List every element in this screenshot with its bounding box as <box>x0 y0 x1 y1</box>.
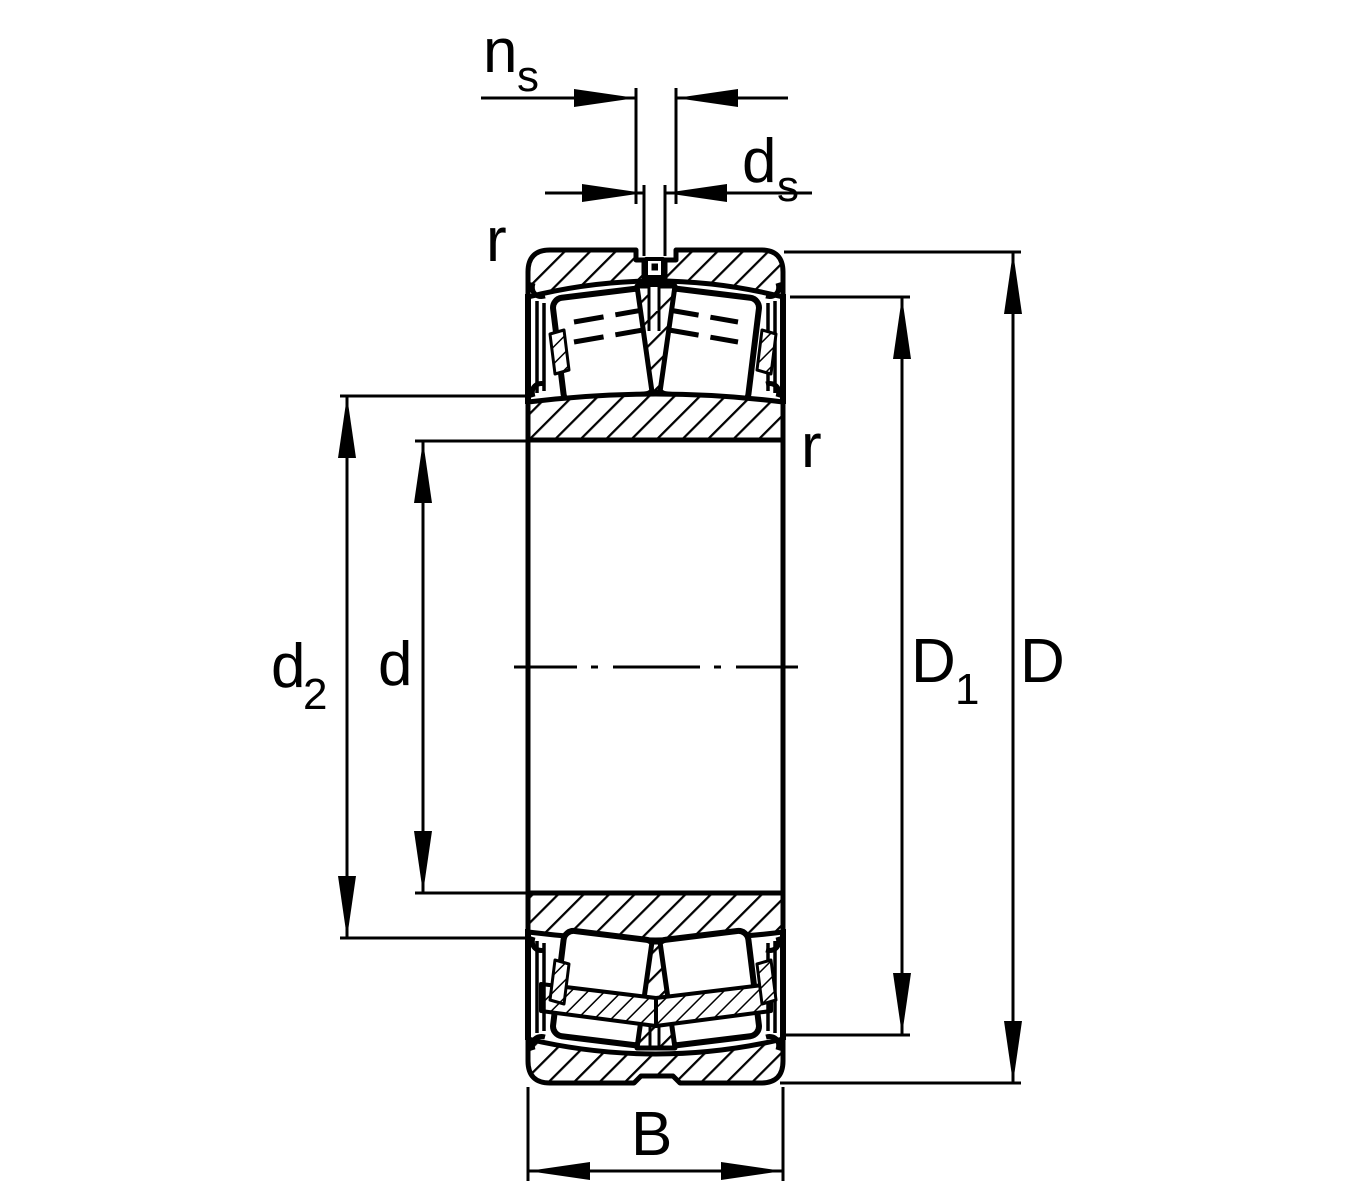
label-d: d <box>378 630 412 699</box>
dimension-D1: D 1 <box>786 295 979 1037</box>
ring-corner-grooves-bottom <box>529 936 782 1051</box>
outer-ring-top-section <box>525 247 786 300</box>
roller-profile-dashed-lines <box>573 307 739 345</box>
arrowhead <box>338 396 356 458</box>
label-B: B <box>631 1100 672 1169</box>
arrowhead <box>528 1162 590 1180</box>
arrowhead <box>574 89 636 107</box>
cage-bottom-section <box>535 941 778 1033</box>
dimension-annotations: n s d s r r d 2 <box>271 17 1065 1181</box>
dimension-ns: n s <box>481 17 788 204</box>
label-ds-subscript: s <box>777 162 799 211</box>
label-r-top-left: r <box>486 206 507 275</box>
arrowhead <box>665 184 727 202</box>
dimension-D: D <box>780 250 1065 1085</box>
arrowhead <box>676 89 738 107</box>
ring-corner-grooves-top <box>529 282 782 398</box>
arrowhead <box>893 973 911 1035</box>
cage-top-section <box>535 301 778 393</box>
arrowhead <box>1004 1021 1022 1083</box>
label-r-right: r <box>801 412 822 481</box>
arrowhead <box>582 184 644 202</box>
arrowhead <box>414 831 432 893</box>
arrowhead <box>1004 252 1022 314</box>
label-D: D <box>1020 627 1065 696</box>
arrowhead <box>338 876 356 938</box>
inner-ring-top-section <box>525 391 786 443</box>
label-D1-subscript: 1 <box>955 665 979 714</box>
label-d2-subscript: 2 <box>303 670 327 719</box>
dimension-B: B <box>526 1087 785 1181</box>
label-ns-subscript: s <box>517 52 539 101</box>
outer-ring-bottom-section <box>525 1036 786 1086</box>
dimension-d2: d 2 <box>271 394 531 940</box>
arrowhead <box>721 1162 783 1180</box>
arrowhead <box>893 297 911 359</box>
label-ns: n <box>483 17 517 86</box>
dimension-ds: d s <box>545 127 812 256</box>
arrowhead <box>414 441 432 503</box>
ring-side-faces <box>525 294 786 1040</box>
label-D1: D <box>911 627 956 696</box>
lubrication-hole-dot <box>651 263 658 271</box>
label-d2: d <box>271 632 305 701</box>
bearing-cross-section <box>514 247 798 1086</box>
rollers-top <box>550 285 762 407</box>
dimension-d: d <box>378 439 535 895</box>
label-ds: d <box>742 127 776 196</box>
